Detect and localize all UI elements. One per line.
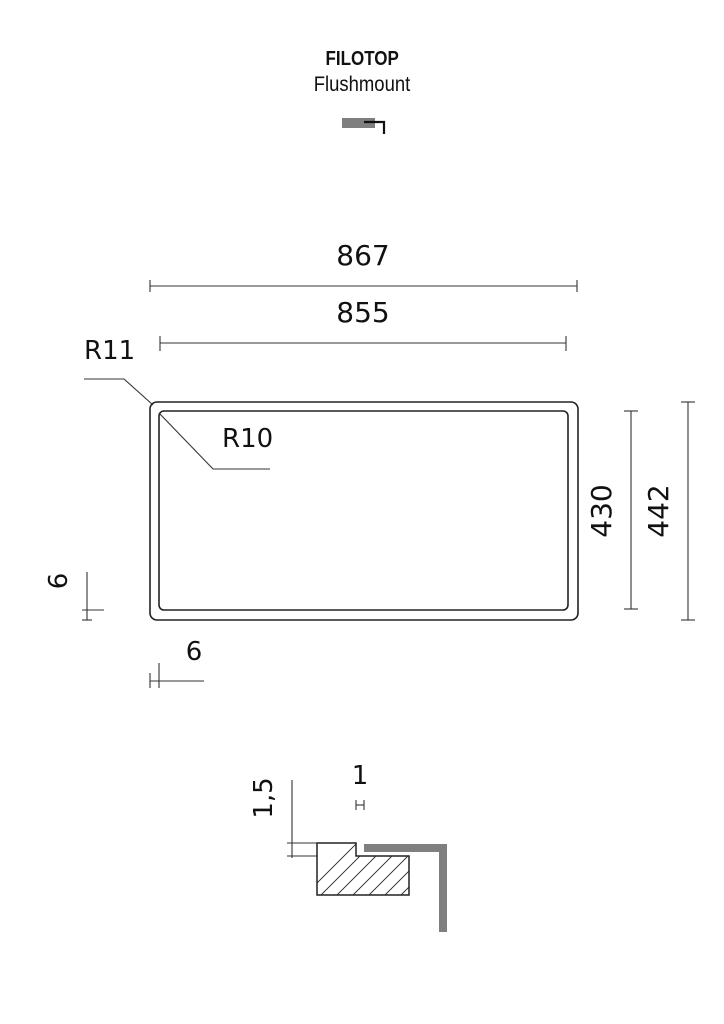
sink-inner-outline [158, 410, 569, 611]
outer-height-dimension: 442 [642, 401, 695, 621]
step-height-label: 1,5 [249, 777, 279, 818]
outer-radius-callout: R11 [84, 336, 154, 406]
inner-height-dimension: 430 [585, 410, 638, 610]
rim-left-label: 6 [186, 637, 203, 667]
gap-width-label: 1 [352, 761, 369, 791]
outer-radius-label: R11 [84, 336, 135, 366]
sink-outer-outline [149, 401, 579, 621]
countertop-section [316, 842, 410, 896]
outer-width-label: 867 [336, 239, 389, 272]
inner-radius-callout: R10 [158, 412, 273, 470]
inner-radius-label: R10 [222, 424, 273, 454]
product-header: FILOTOP Flushmount [0, 48, 724, 97]
inner-height-label: 430 [585, 484, 618, 537]
section-profile-detail: 1,5 1 [249, 761, 447, 932]
outer-height-label: 442 [642, 484, 675, 537]
rim-left-dimension: 6 [149, 637, 204, 688]
inner-width-dimension: 855 [159, 296, 567, 351]
flushmount-profile-icon [342, 118, 386, 134]
sink-rim-profile [364, 844, 447, 932]
rim-bottom-dimension: 6 [44, 572, 104, 621]
outer-width-dimension: 867 [149, 239, 578, 292]
product-title: FILOTOP [325, 48, 399, 70]
product-subtitle: Flushmount [313, 73, 411, 96]
rim-bottom-label: 6 [44, 573, 74, 590]
inner-width-label: 855 [336, 296, 389, 329]
